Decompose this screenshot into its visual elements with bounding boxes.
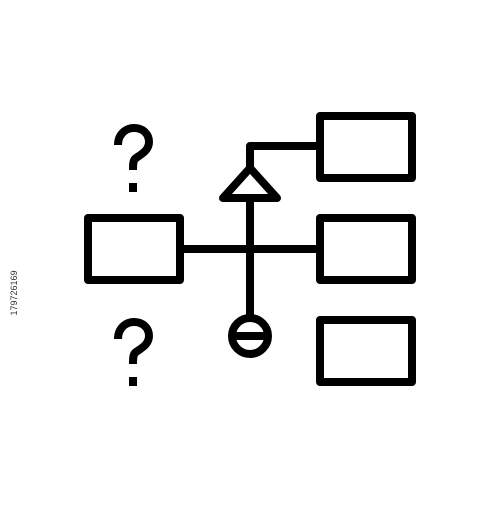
right-box-bottom (316, 316, 416, 386)
left-box (84, 214, 184, 284)
stock-id-label: 179726169 (9, 270, 19, 316)
right-box-top (316, 112, 416, 182)
top-branch-connector (246, 142, 320, 168)
question-dot-bottom (129, 377, 137, 386)
triangle-arrow (219, 164, 281, 202)
question-dot-top (129, 183, 137, 192)
question-icon-top (114, 124, 153, 171)
right-box-middle (316, 214, 416, 284)
question-icon-bottom (114, 318, 153, 365)
